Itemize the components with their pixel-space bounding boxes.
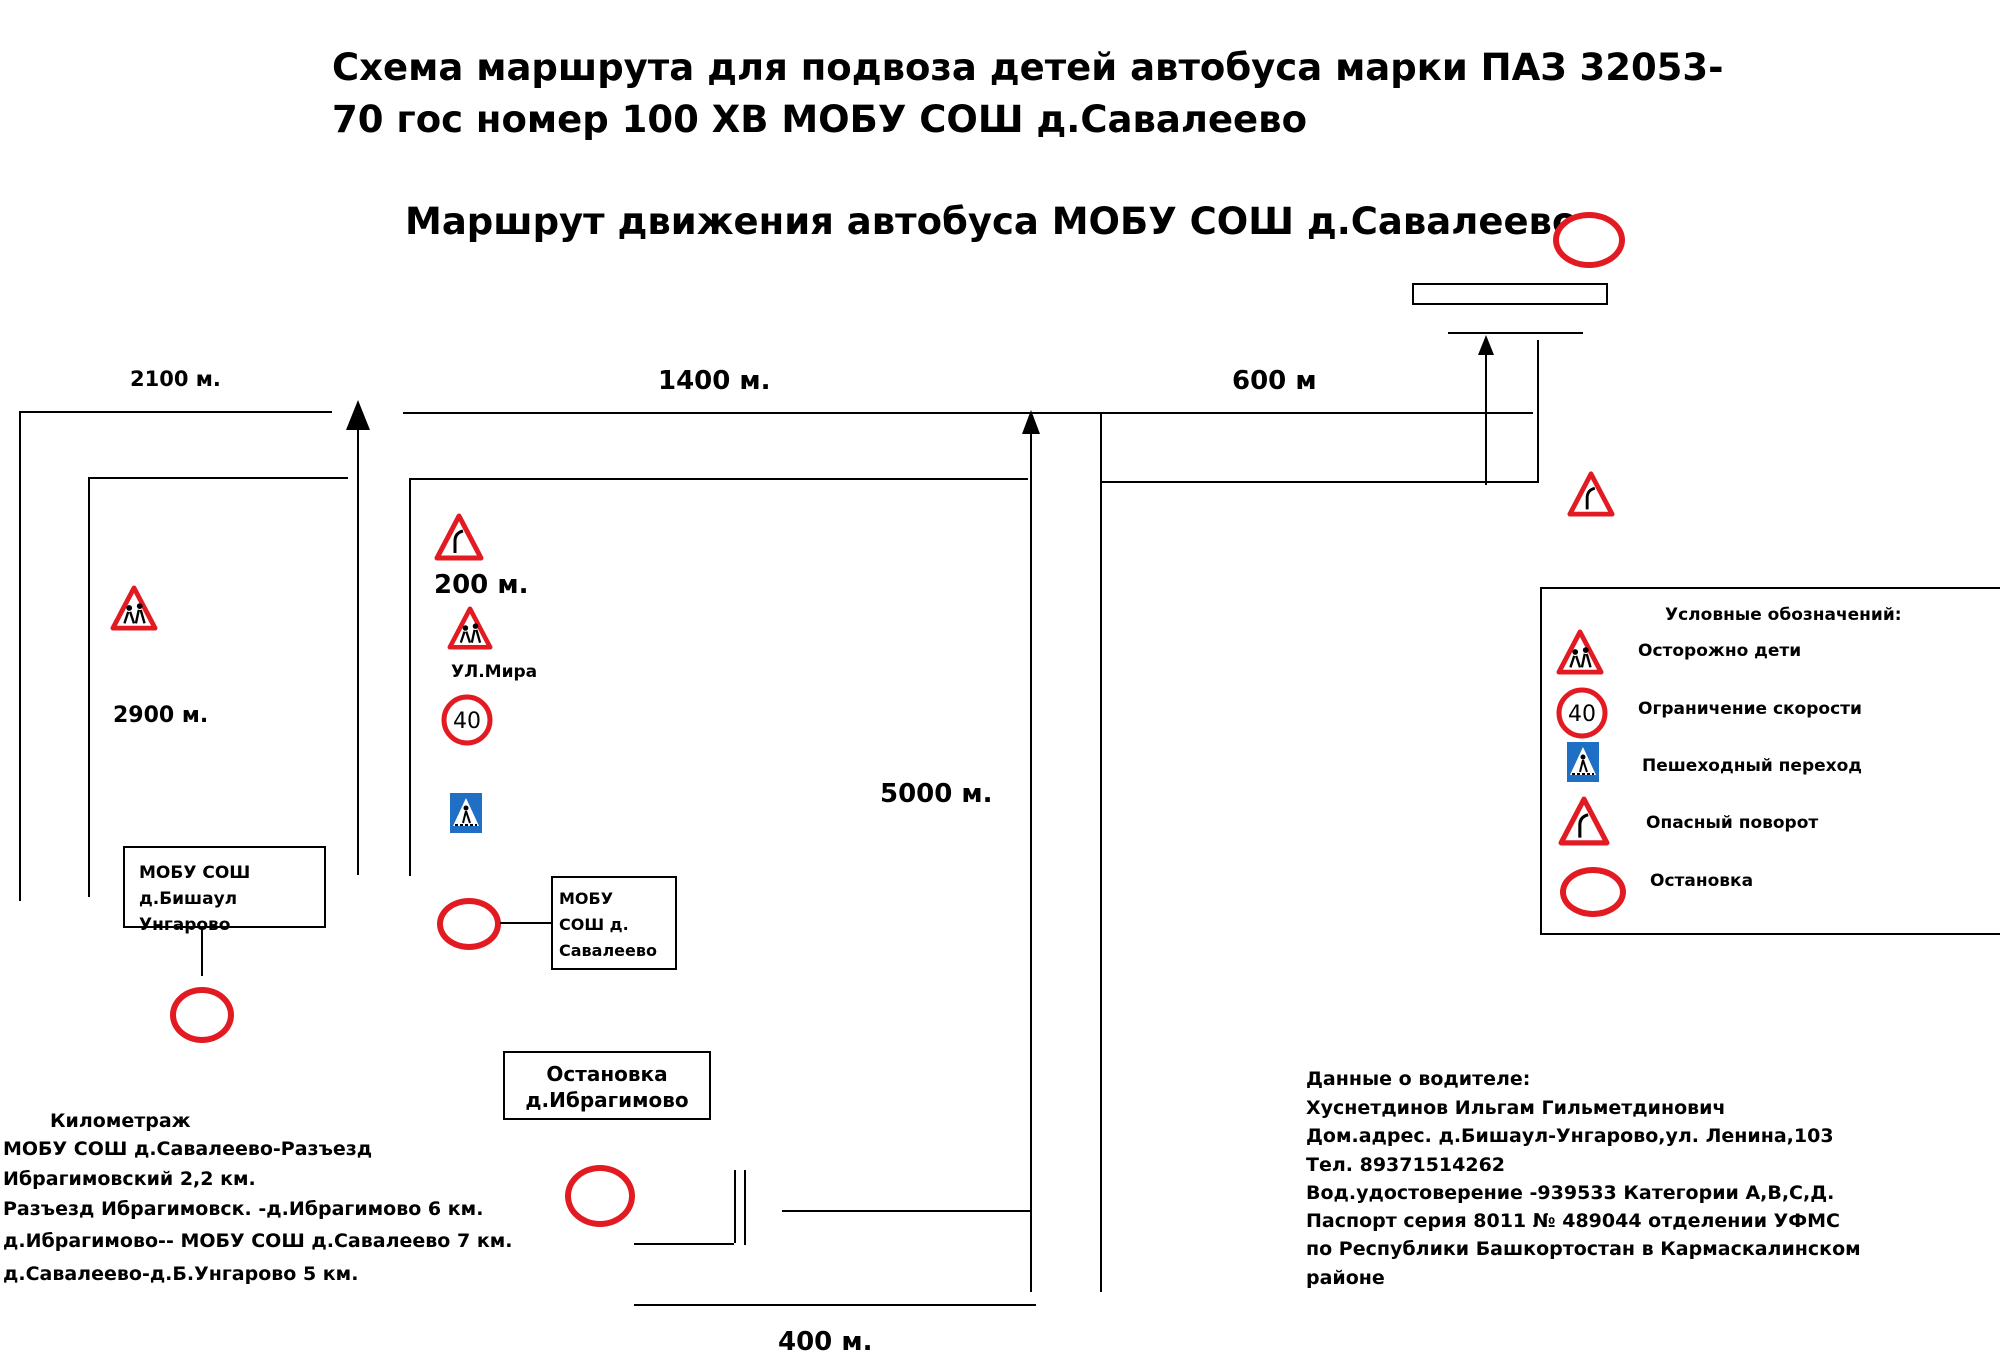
road-left-top-inner <box>88 477 348 479</box>
location-box-ibragimovo-line-1: Остановка <box>546 1062 668 1086</box>
connector-savaleevo <box>500 922 552 924</box>
dangerous-turn-icon <box>434 513 484 561</box>
road-left-inner <box>88 477 90 897</box>
bus-stop-icon <box>1560 867 1626 917</box>
dangerous-turn-icon <box>1567 471 1615 517</box>
children-crossing-icon <box>1556 629 1604 675</box>
road-main-inner-left <box>410 478 1028 480</box>
road-bottom-outer-vertical <box>744 1170 746 1245</box>
pedestrian-crossing-icon <box>450 793 482 833</box>
distance-400: 400 м. <box>778 1327 873 1357</box>
location-box-bishaul-line-1: МОБУ СОШ <box>139 863 251 883</box>
road-vertical-right <box>1100 412 1102 1292</box>
driver-line: по Республики Башкортостан в Кармаскалин… <box>1306 1238 1861 1260</box>
road-bottom-inner-vertical <box>734 1170 736 1243</box>
road-main-top <box>403 412 1533 414</box>
distance-1400: 1400 м. <box>658 366 771 396</box>
road-bottom-inner <box>634 1243 734 1245</box>
driver-line: Вод.удостоверение -939533 Категории А,В,… <box>1306 1182 1835 1204</box>
legend-item-label: Осторожно дети <box>1638 641 1802 661</box>
location-box-savaleevo-line-1: МОБУ <box>559 889 614 908</box>
road-vertical-left <box>1030 420 1032 1292</box>
route-arrow-shaft-3 <box>1485 345 1487 485</box>
road-bottom-branch <box>782 1210 1032 1212</box>
dangerous-turn-icon <box>1558 796 1610 846</box>
legend-item-label: Пешеходный переход <box>1642 756 1863 776</box>
location-box-ibragimovo: Остановка д.Ибрагимово <box>503 1051 711 1120</box>
speed-limit-value: 40 <box>453 709 481 734</box>
legend-speed-limit-value: 40 <box>1568 702 1596 727</box>
legend-item-label: Ограничение скорости <box>1638 699 1862 719</box>
children-crossing-icon <box>447 606 493 650</box>
location-box-savaleevo-line-3: Савалеево <box>559 941 657 960</box>
speed-limit-icon: 40 <box>1556 687 1608 739</box>
driver-line: Тел. 89371514262 <box>1306 1154 1506 1176</box>
location-box-savaleevo: МОБУ СОШ д. Савалеево <box>551 876 677 970</box>
speed-limit-icon: 40 <box>441 694 493 746</box>
driver-line: районе <box>1306 1267 1385 1289</box>
stop-platform <box>1412 283 1608 305</box>
page-title-line-2: 70 гос номер 100 ХВ МОБУ СОШ д.Савалеево <box>332 98 1307 141</box>
route-arrow-up-3 <box>1478 335 1494 355</box>
mileage-line: МОБУ СОШ д.Савалеево-Разъезд <box>3 1138 373 1160</box>
driver-line: Хуснетдинов Ильгам Гильметдинович <box>1306 1097 1726 1119</box>
legend-item-label: Опасный поворот <box>1646 813 1819 833</box>
driver-line: Данные о водителе: <box>1306 1068 1531 1090</box>
driver-line: Дом.адрес. д.Бишаул-Унгарово,ул. Ленина,… <box>1306 1125 1834 1147</box>
connector-bishaul <box>201 926 203 976</box>
street-label: УЛ.Мира <box>451 662 538 682</box>
mileage-line: д.Савалеево-д.Б.Унгарово 5 км. <box>3 1263 359 1285</box>
road-right-vertical <box>1537 340 1539 483</box>
distance-2100: 2100 м. <box>130 367 221 391</box>
legend-title: Условные обозначений: <box>1665 605 1902 625</box>
location-box-bishaul-line-2: д.Бишаул Унгарово <box>139 889 238 935</box>
route-subtitle: Маршрут движения автобуса МОБУ СОШ д.Сав… <box>405 200 1578 243</box>
pedestrian-crossing-icon <box>1567 742 1599 782</box>
bus-stop-icon <box>170 987 234 1043</box>
mileage-line: Разъезд Ибрагимовск. -д.Ибрагимово 6 км. <box>3 1198 484 1220</box>
mileage-title: Километраж <box>50 1110 191 1132</box>
location-box-ibragimovo-line-2: д.Ибрагимово <box>525 1088 689 1112</box>
distance-2900: 2900 м. <box>113 703 209 728</box>
page-title-line-1: Схема маршрута для подвоза детей автобус… <box>332 46 1724 89</box>
mileage-line: д.Ибрагимово-- МОБУ СОШ д.Савалеево 7 км… <box>3 1230 513 1252</box>
legend-item-label: Остановка <box>1650 871 1754 891</box>
bus-stop-icon <box>1553 212 1625 268</box>
road-savaleevo-street <box>409 478 411 876</box>
road-right-branch <box>1101 481 1539 483</box>
route-arrow-up-2 <box>1022 410 1040 434</box>
bus-stop-icon <box>565 1165 635 1227</box>
road-left-outer <box>19 411 21 901</box>
legend-panel: Условные обозначений: Осторожно дети 40 … <box>1540 587 2000 935</box>
distance-600: 600 м <box>1232 366 1317 396</box>
route-arrow-shaft-1 <box>357 420 359 875</box>
road-right-end <box>1448 332 1583 334</box>
distance-5000: 5000 м. <box>880 779 993 809</box>
driver-line: Паспорт серия 8011 № 489044 отделении УФ… <box>1306 1210 1840 1232</box>
road-left-top-outer <box>20 411 332 413</box>
location-box-bishaul: МОБУ СОШ д.Бишаул Унгарово <box>123 846 326 935</box>
mileage-line: Ибрагимовский 2,2 км. <box>3 1168 256 1190</box>
location-box-savaleevo-line-2: СОШ д. <box>559 915 629 934</box>
road-bottom <box>634 1304 1036 1306</box>
children-crossing-icon <box>110 585 158 631</box>
distance-200: 200 м. <box>434 570 529 600</box>
bus-stop-icon <box>437 898 501 950</box>
route-arrow-up-1 <box>346 400 370 430</box>
